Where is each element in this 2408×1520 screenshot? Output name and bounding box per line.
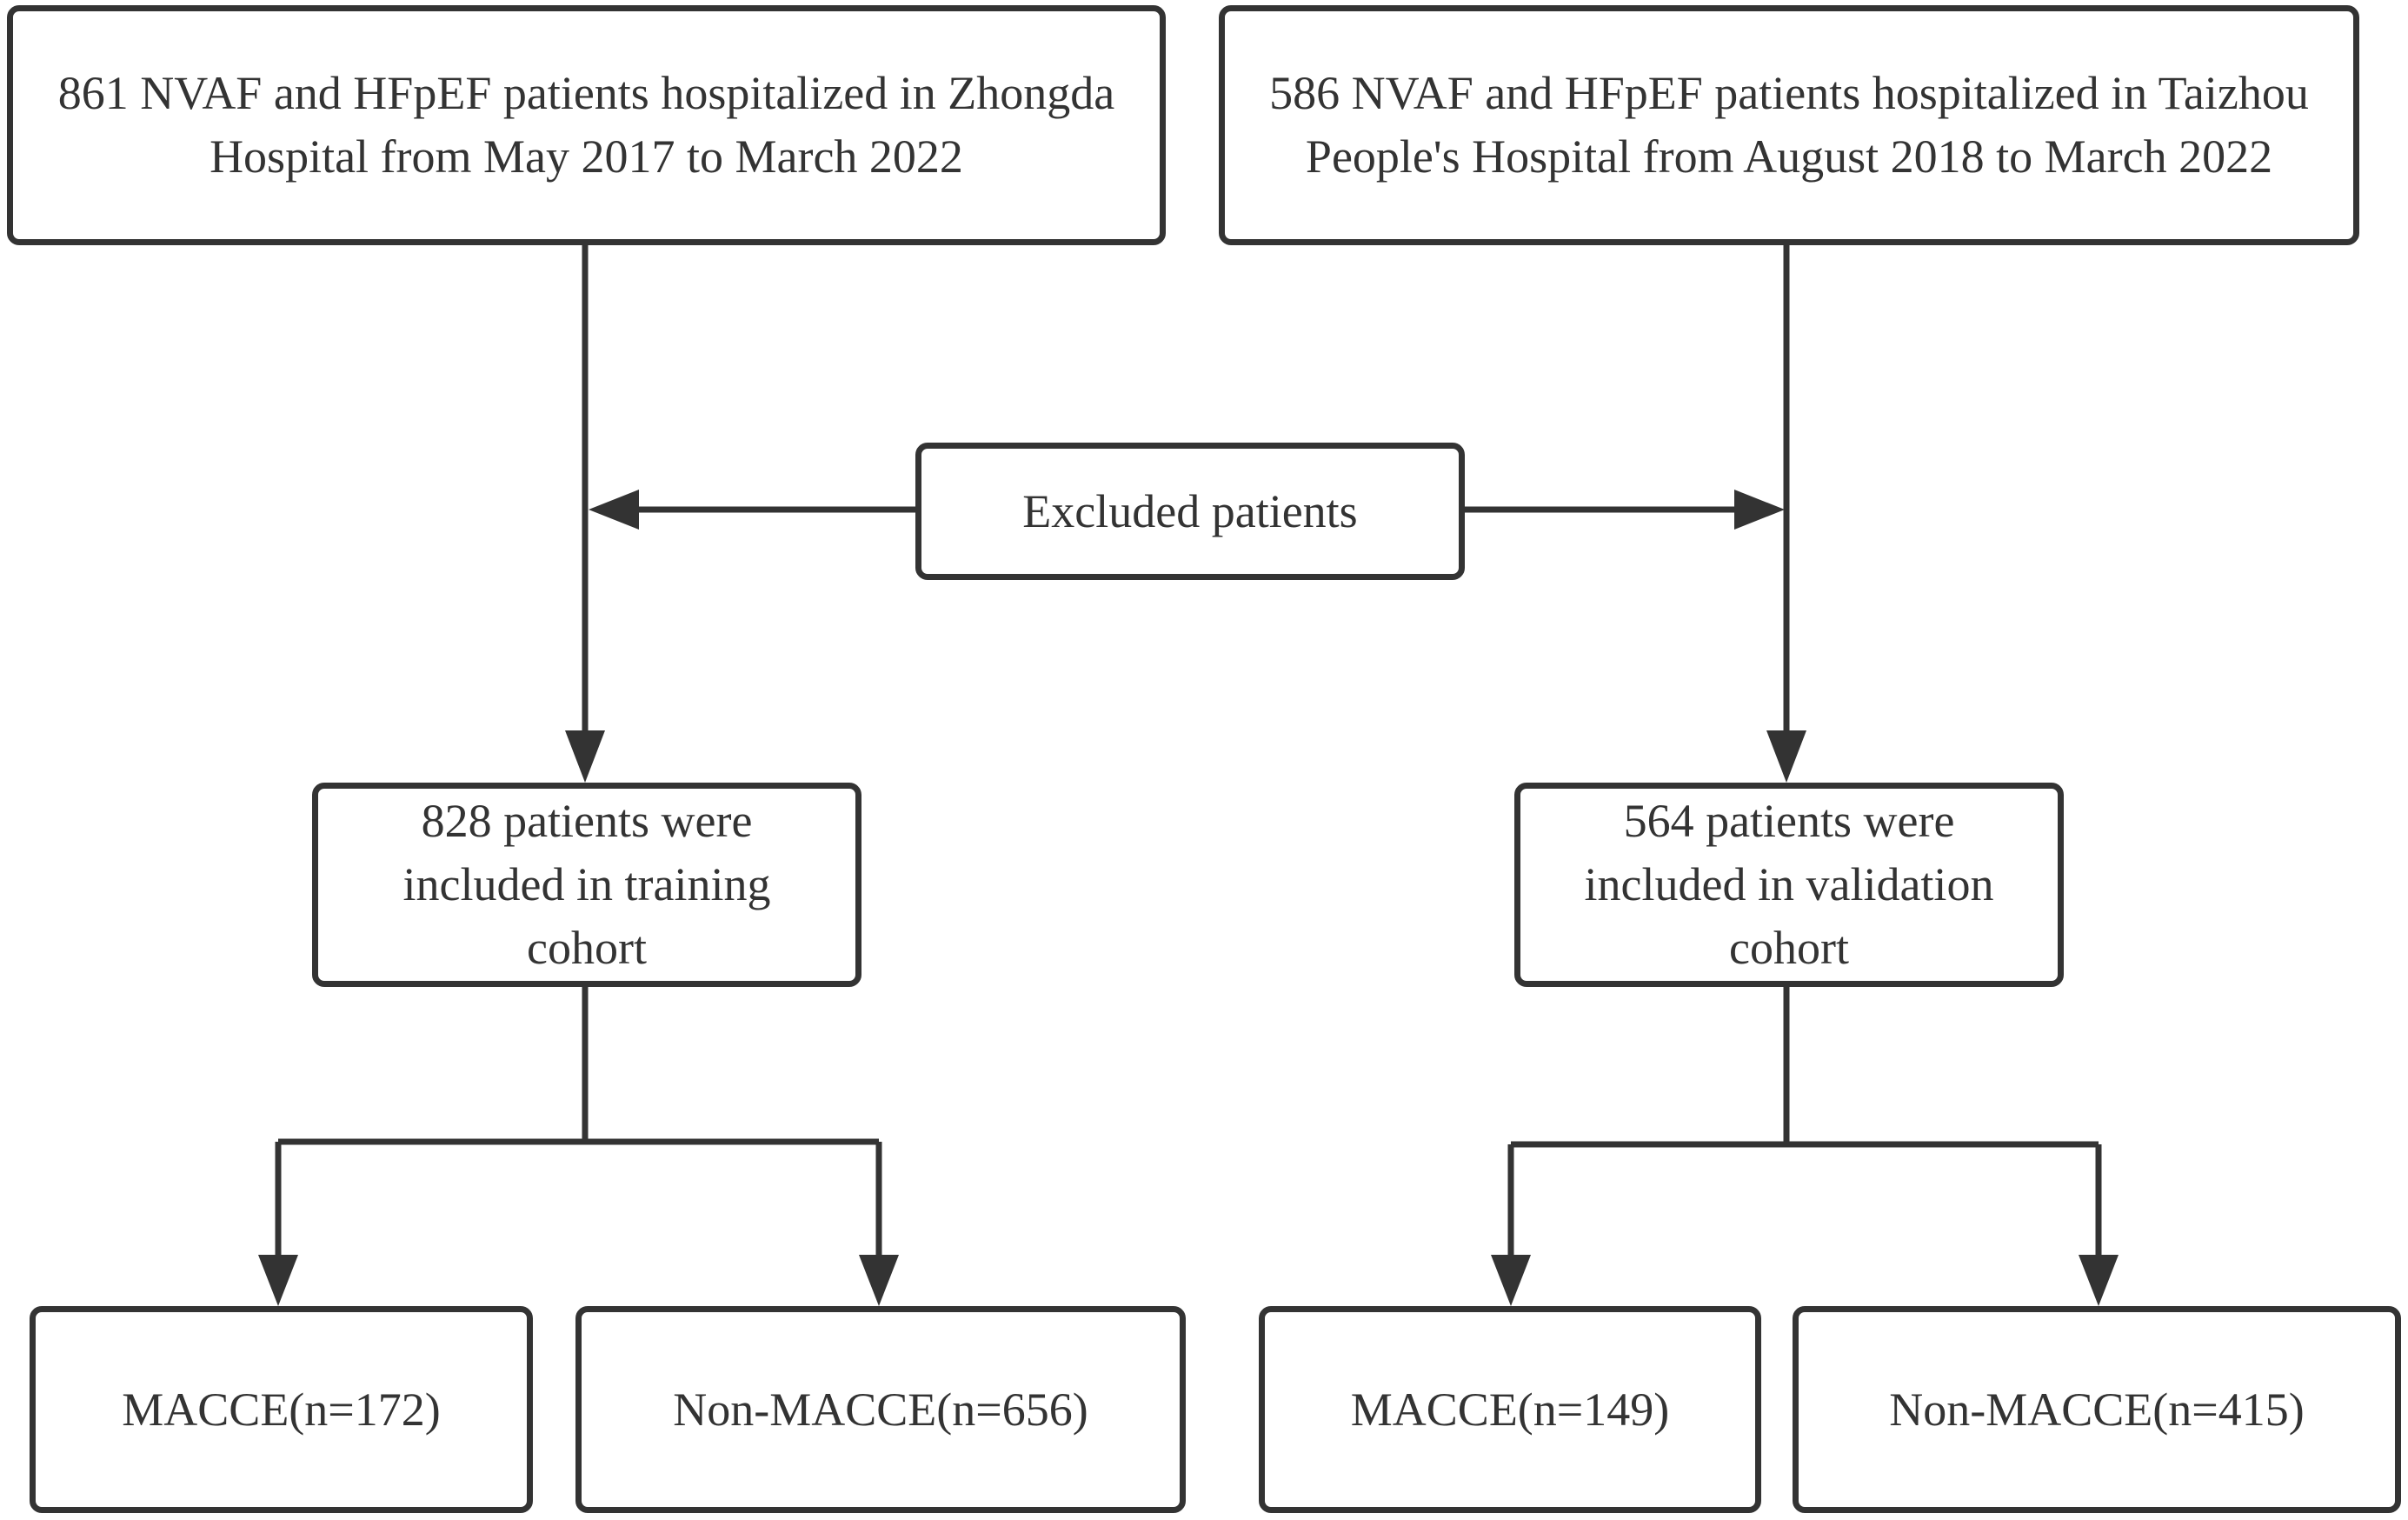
training-macce-text: MACCE(n=172)	[122, 1383, 441, 1436]
arrowhead-training-macce	[258, 1255, 298, 1306]
training-cohort-text: 828 patients were included in training c…	[402, 795, 771, 974]
validation-macce-box: MACCE(n=149)	[1259, 1306, 1761, 1513]
zhongda-hospital-text: 861 NVAF and HFpEF patients hospitalized…	[57, 67, 1115, 183]
training-cohort-box: 828 patients were included in training c…	[312, 783, 861, 987]
arrowhead-validation-non-macce	[2079, 1255, 2119, 1306]
training-non-macce-box: Non-MACCE(n=656)	[575, 1306, 1186, 1513]
arrowhead-excluded-right	[1734, 490, 1785, 530]
training-non-macce-text: Non-MACCE(n=656)	[673, 1383, 1088, 1436]
validation-macce-text: MACCE(n=149)	[1350, 1383, 1670, 1436]
excluded-patients-box: Excluded patients	[915, 443, 1465, 580]
taizhou-hospital-box: 586 NVAF and HFpEF patients hospitalized…	[1219, 5, 2359, 245]
validation-cohort-box: 564 patients were included in validation…	[1514, 783, 2064, 987]
validation-cohort-text: 564 patients were included in validation…	[1584, 795, 1994, 974]
arrowhead-left-cohort	[565, 730, 605, 783]
arrowhead-validation-macce	[1491, 1255, 1531, 1306]
validation-non-macce-text: Non-MACCE(n=415)	[1889, 1383, 2305, 1436]
taizhou-hospital-text: 586 NVAF and HFpEF patients hospitalized…	[1269, 67, 2309, 183]
excluded-patients-text: Excluded patients	[1022, 484, 1358, 537]
training-macce-box: MACCE(n=172)	[30, 1306, 533, 1513]
zhongda-hospital-box: 861 NVAF and HFpEF patients hospitalized…	[7, 5, 1166, 245]
arrowhead-excluded-left	[589, 490, 639, 530]
arrowhead-training-non-macce	[859, 1255, 899, 1306]
validation-non-macce-box: Non-MACCE(n=415)	[1793, 1306, 2401, 1513]
arrowhead-right-cohort	[1766, 730, 1806, 783]
